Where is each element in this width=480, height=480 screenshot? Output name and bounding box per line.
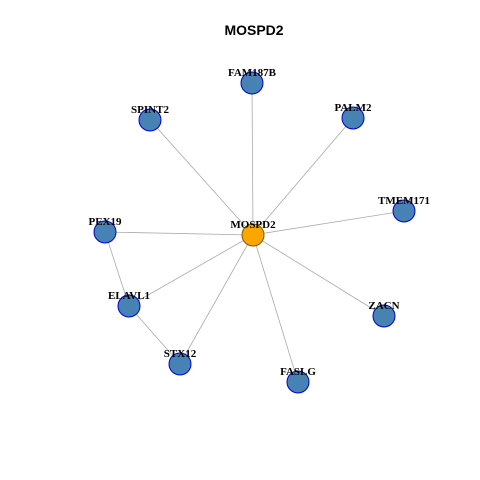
node-circle [372, 304, 396, 328]
node-label: MOSPD2 [230, 219, 276, 231]
edge-mospd2-zacn [252, 234, 385, 317]
node-label: ZACN [368, 300, 399, 312]
node-label: PALM2 [334, 102, 372, 114]
node-label: ELAVL1 [108, 290, 150, 302]
edge-mospd2-pex19 [104, 231, 254, 236]
node-circle [168, 352, 192, 376]
node-circle [138, 108, 162, 132]
node-faslg: FASLG [280, 366, 316, 394]
node-stx12: STX12 [164, 348, 197, 376]
nodes-layer: MOSPD2 FAM187B SPINT2 PALM2TMEM171PEX19ELAV… [89, 67, 430, 394]
node-circle [117, 294, 141, 318]
edge-pex19-elavl1 [104, 231, 130, 307]
node-label: FAM187B [228, 67, 277, 79]
node-circle [93, 220, 117, 244]
edge-mospd2-stx12 [179, 234, 254, 365]
diagram-title: MOSPD2 [224, 22, 283, 38]
node-circle [240, 71, 264, 95]
node-palm2: PALM2 [334, 102, 372, 130]
node-label: STX12 [164, 348, 197, 360]
node-label: FASLG [280, 366, 316, 378]
node-label: PEX19 [89, 216, 123, 228]
edge-mospd2-palm2 [252, 117, 354, 236]
node-mospd2: MOSPD2 [230, 219, 276, 247]
edge-mospd2-spint2 [149, 119, 254, 236]
node-circle [286, 370, 310, 394]
edges-layer [104, 82, 405, 383]
node-zacn: ZACN [368, 300, 400, 328]
node-spint2: SPINT2 [131, 104, 169, 132]
node-label: TMEM171 [378, 195, 430, 207]
node-circle [341, 106, 365, 130]
edge-mospd2-tmem171 [252, 210, 405, 236]
edge-elavl1-stx12 [128, 305, 181, 365]
node-tmem171: TMEM171 [378, 195, 430, 223]
edge-mospd2-elavl1 [128, 234, 254, 307]
node-circle [392, 199, 416, 223]
node-label: SPINT2 [131, 104, 169, 116]
node-pex19: PEX19 [89, 216, 123, 244]
edge-mospd2-fam187b [251, 82, 254, 236]
node-elavl1: ELAVL1 [108, 290, 150, 318]
node-circle [241, 223, 265, 247]
node-fam187b: FAM187B [228, 67, 277, 95]
edge-mospd2-faslg [252, 234, 299, 383]
